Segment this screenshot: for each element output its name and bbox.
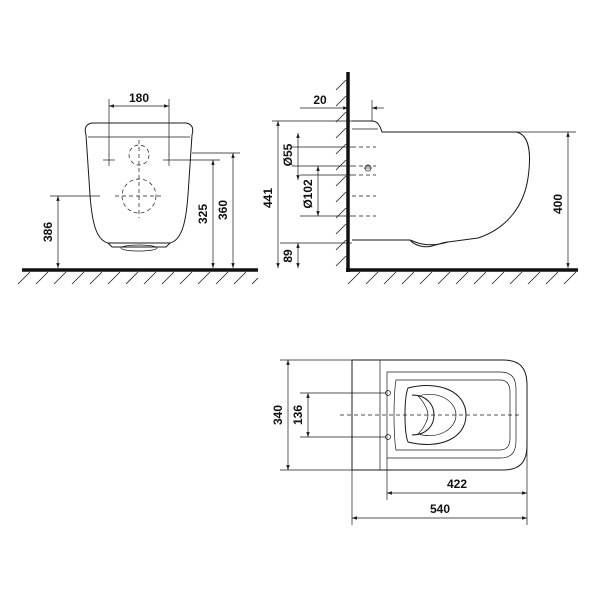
top-bowl-outline [352, 359, 528, 471]
front-outlet-bottom [120, 244, 158, 252]
top-rim-outline [393, 379, 511, 451]
top-view: 340 136 422 540 [271, 359, 528, 525]
side-floor-hatch [347, 271, 577, 285]
dim-340-label: 340 [271, 405, 285, 425]
top-bolt-hole-lower [385, 434, 391, 440]
dim-386-label: 386 [41, 222, 55, 242]
top-bolt-hole-upper [385, 390, 391, 396]
top-outlet-shape [411, 394, 435, 436]
side-wall-hatch [335, 79, 347, 267]
front-outlet-profile [107, 242, 171, 248]
side-view: 20 Ø55 441 Ø102 89 400 [261, 72, 578, 285]
top-bowl-opening [404, 385, 467, 445]
dim-89-label: 89 [281, 249, 295, 263]
dim-136-label: 136 [291, 405, 305, 425]
front-view: 180 386 325 360 [17, 91, 259, 285]
dim-180-label: 180 [129, 91, 149, 105]
dim-d55-label: Ø55 [281, 143, 295, 166]
front-bolt-hole-left [103, 154, 115, 166]
side-inlet-marker [364, 164, 372, 172]
dim-400-label: 400 [551, 194, 565, 214]
dim-325-label: 325 [196, 204, 210, 224]
side-bowl-outline [352, 120, 530, 246]
front-bolt-hole-right [163, 154, 175, 166]
dim-441-label: 441 [261, 188, 275, 208]
dim-20-label: 20 [313, 93, 327, 107]
top-seat-outline [386, 371, 517, 459]
front-bowl-outline [84, 122, 194, 244]
front-floor-hatch [17, 271, 259, 285]
dim-360-label: 360 [216, 200, 230, 220]
dim-540-label: 540 [430, 502, 450, 516]
dim-d102-label: Ø102 [301, 179, 315, 209]
dim-422-label: 422 [447, 477, 467, 491]
side-outlet-spout [409, 239, 449, 248]
top-water-surface [417, 394, 457, 436]
